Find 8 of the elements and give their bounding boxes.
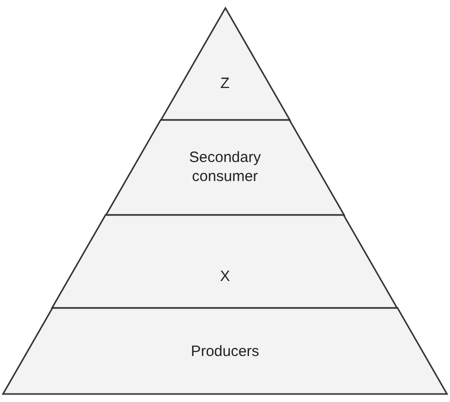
tier-label: Secondary consumer: [188, 148, 262, 186]
pyramid-tier: [160, 8, 290, 120]
tier-label: X: [220, 267, 230, 286]
tier-label: Producers: [190, 342, 260, 361]
pyramid-tier: [106, 120, 344, 215]
pyramid-tier: [3, 308, 447, 394]
tier-label: Z: [220, 74, 230, 93]
pyramid-tier: [52, 215, 398, 308]
